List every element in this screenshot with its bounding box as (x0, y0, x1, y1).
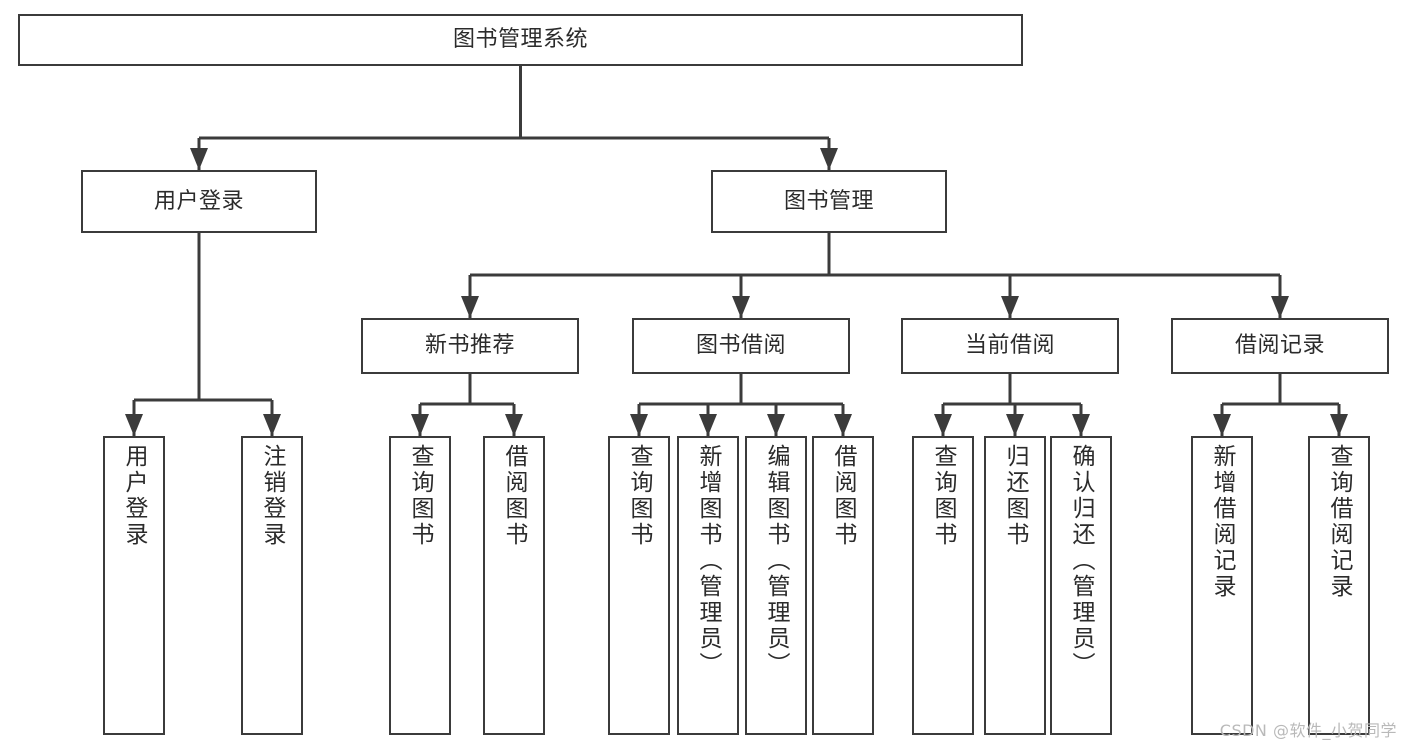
node-label: 当前借阅 (964, 333, 1055, 359)
node-q3[interactable]: 查询图书 (912, 436, 974, 735)
node-label: 查询图书 (407, 444, 434, 548)
node-label: 图书管理 (783, 188, 874, 214)
arrowhead-icon (1271, 296, 1289, 318)
arrowhead-icon (767, 414, 785, 436)
node-records[interactable]: 借阅记录 (1171, 318, 1389, 374)
arrowhead-icon (820, 148, 838, 170)
node-label: 注销登录 (259, 444, 286, 548)
node-current[interactable]: 当前借阅 (901, 318, 1119, 374)
arrowhead-icon (630, 414, 648, 436)
arrowhead-icon (190, 148, 208, 170)
arrowhead-icon (125, 414, 143, 436)
node-label: 查询借阅记录 (1326, 444, 1353, 600)
node-label: 编辑图书（管理员） (763, 444, 790, 678)
node-q1[interactable]: 查询图书 (389, 436, 451, 735)
node-label: 查询图书 (626, 444, 653, 548)
node-return[interactable]: 归还图书 (984, 436, 1046, 735)
node-b2[interactable]: 借阅图书 (812, 436, 874, 735)
node-b1[interactable]: 借阅图书 (483, 436, 545, 735)
node-label: 用户登录 (153, 188, 244, 214)
node-label: 新增图书（管理员） (695, 444, 722, 678)
watermark-label: CSDN @软件_小贺同学 (1219, 721, 1397, 740)
node-label: 确认归还（管理员） (1068, 444, 1095, 678)
node-newbook[interactable]: 新书推荐 (361, 318, 579, 374)
node-q2[interactable]: 查询图书 (608, 436, 670, 735)
node-label: 借阅记录 (1234, 333, 1325, 359)
arrowhead-icon (1006, 414, 1024, 436)
node-confirmreturn[interactable]: 确认归还（管理员） (1050, 436, 1112, 735)
node-addrecord[interactable]: 新增借阅记录 (1191, 436, 1253, 735)
node-label: 查询图书 (930, 444, 957, 548)
arrowhead-icon (505, 414, 523, 436)
arrowhead-icon (411, 414, 429, 436)
arrowhead-icon (1072, 414, 1090, 436)
arrowhead-icon (263, 414, 281, 436)
node-label: 新书推荐 (424, 333, 515, 359)
node-root[interactable]: 图书管理系统 (18, 14, 1023, 66)
arrowhead-icon (834, 414, 852, 436)
node-label: 新增借阅记录 (1209, 444, 1236, 600)
arrowhead-icon (461, 296, 479, 318)
node-logout[interactable]: 注销登录 (241, 436, 303, 735)
node-login[interactable]: 用户登录 (81, 170, 317, 233)
arrowhead-icon (732, 296, 750, 318)
node-label: 图书管理系统 (452, 27, 588, 53)
arrowhead-icon (699, 414, 717, 436)
node-label: 借阅图书 (501, 444, 528, 548)
node-label: 用户登录 (121, 444, 148, 548)
arrowhead-icon (1001, 296, 1019, 318)
arrowhead-icon (1213, 414, 1231, 436)
node-queryrecord[interactable]: 查询借阅记录 (1308, 436, 1370, 735)
node-label: 图书借阅 (695, 333, 786, 359)
node-bookmgmt[interactable]: 图书管理 (711, 170, 947, 233)
node-userlogin[interactable]: 用户登录 (103, 436, 165, 735)
arrowhead-icon (1330, 414, 1348, 436)
node-borrow[interactable]: 图书借阅 (632, 318, 850, 374)
node-editbook[interactable]: 编辑图书（管理员） (745, 436, 807, 735)
node-label: 归还图书 (1002, 444, 1029, 548)
arrowhead-icon (934, 414, 952, 436)
node-addbook[interactable]: 新增图书（管理员） (677, 436, 739, 735)
node-label: 借阅图书 (830, 444, 857, 548)
